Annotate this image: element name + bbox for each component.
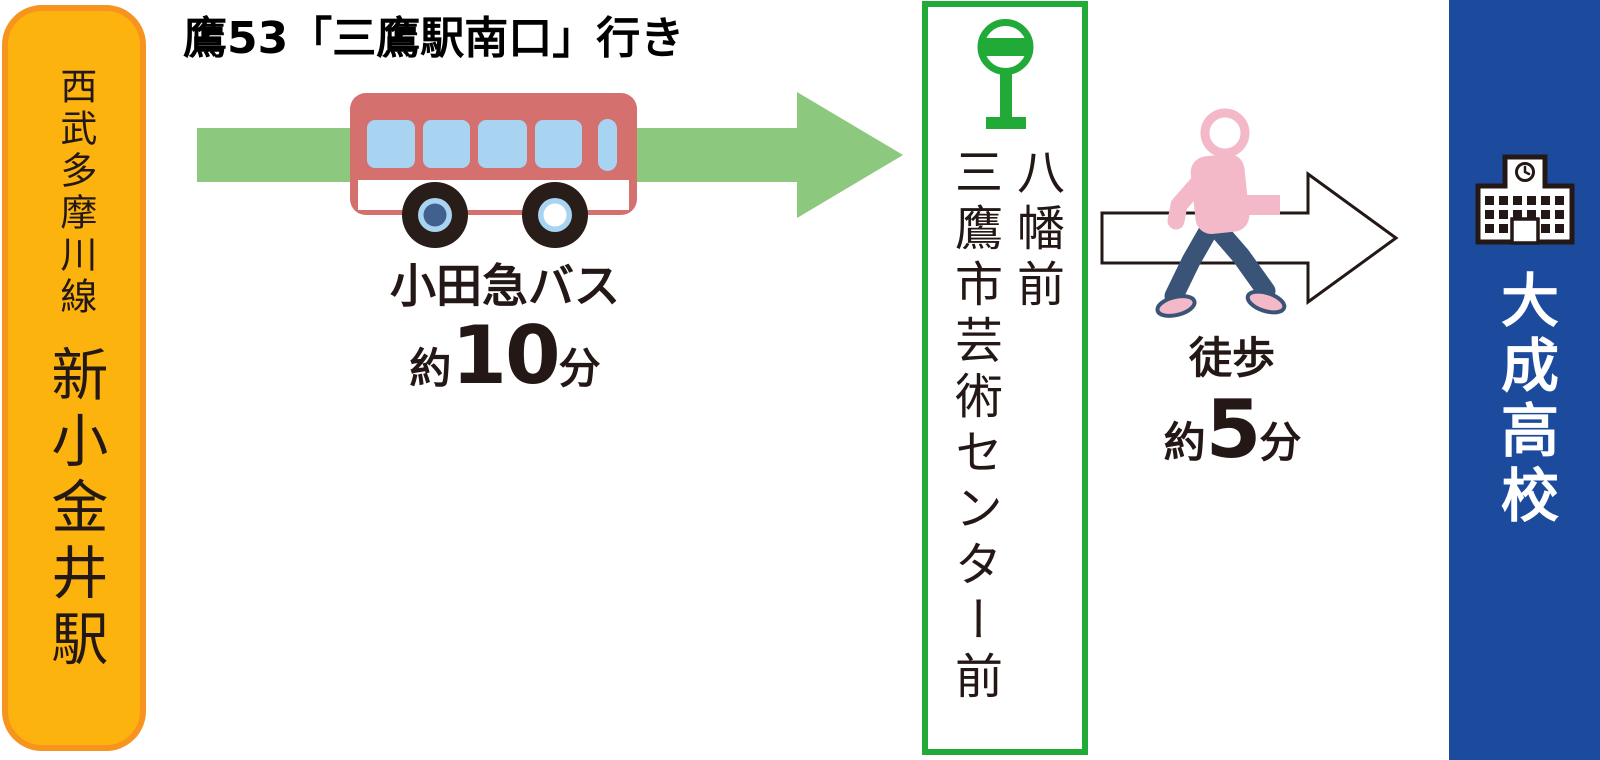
walking-person-icon: [1155, 108, 1287, 318]
walk-duration-prefix: 約: [1163, 418, 1206, 467]
bus-duration: 約10分: [355, 316, 655, 418]
origin-station-text: 西武多摩川線新小金井駅: [42, 67, 108, 675]
bus-duration-value: 10: [451, 309, 560, 402]
walk-duration: 約5分: [1135, 390, 1330, 492]
school-building-icon: [1475, 154, 1574, 245]
bus-stop-sign-icon: [977, 19, 1034, 129]
destination-box: 大成高校: [1449, 0, 1600, 760]
front-wheel: [402, 182, 468, 248]
bus-stop-name-secondary: 三鷹市芸術センター前: [946, 147, 1002, 707]
walk-route-arrow-icon: [1100, 171, 1399, 305]
walk-mode-label: 徒歩: [1189, 334, 1275, 384]
walk-duration-unit: 分: [1259, 418, 1302, 467]
rail-line-label: 西武多摩川線: [53, 67, 97, 319]
bus-duration-prefix: 約: [409, 344, 452, 393]
school-windows: [1484, 196, 1564, 233]
bus-duration-unit: 分: [558, 344, 601, 393]
origin-station-label: 新小金井駅: [41, 345, 108, 675]
destination-label: 大成高校: [1490, 270, 1559, 530]
bus-stop-name: 八幡前 三鷹市芸術センター前: [943, 147, 1067, 707]
bus-stop-box: 八幡前 三鷹市芸術センター前: [922, 1, 1088, 755]
rear-wheel: [522, 182, 588, 248]
bus-route-label: 鷹53「三鷹駅南口」行き: [183, 13, 685, 64]
bus-stop-name-primary: 八幡前: [1008, 147, 1064, 315]
walk-duration-value: 5: [1205, 383, 1262, 476]
origin-station-box: 西武多摩川線新小金井駅: [2, 5, 146, 751]
bus-icon: [350, 93, 637, 248]
bus-operator-label: 小田急バス: [390, 259, 620, 313]
